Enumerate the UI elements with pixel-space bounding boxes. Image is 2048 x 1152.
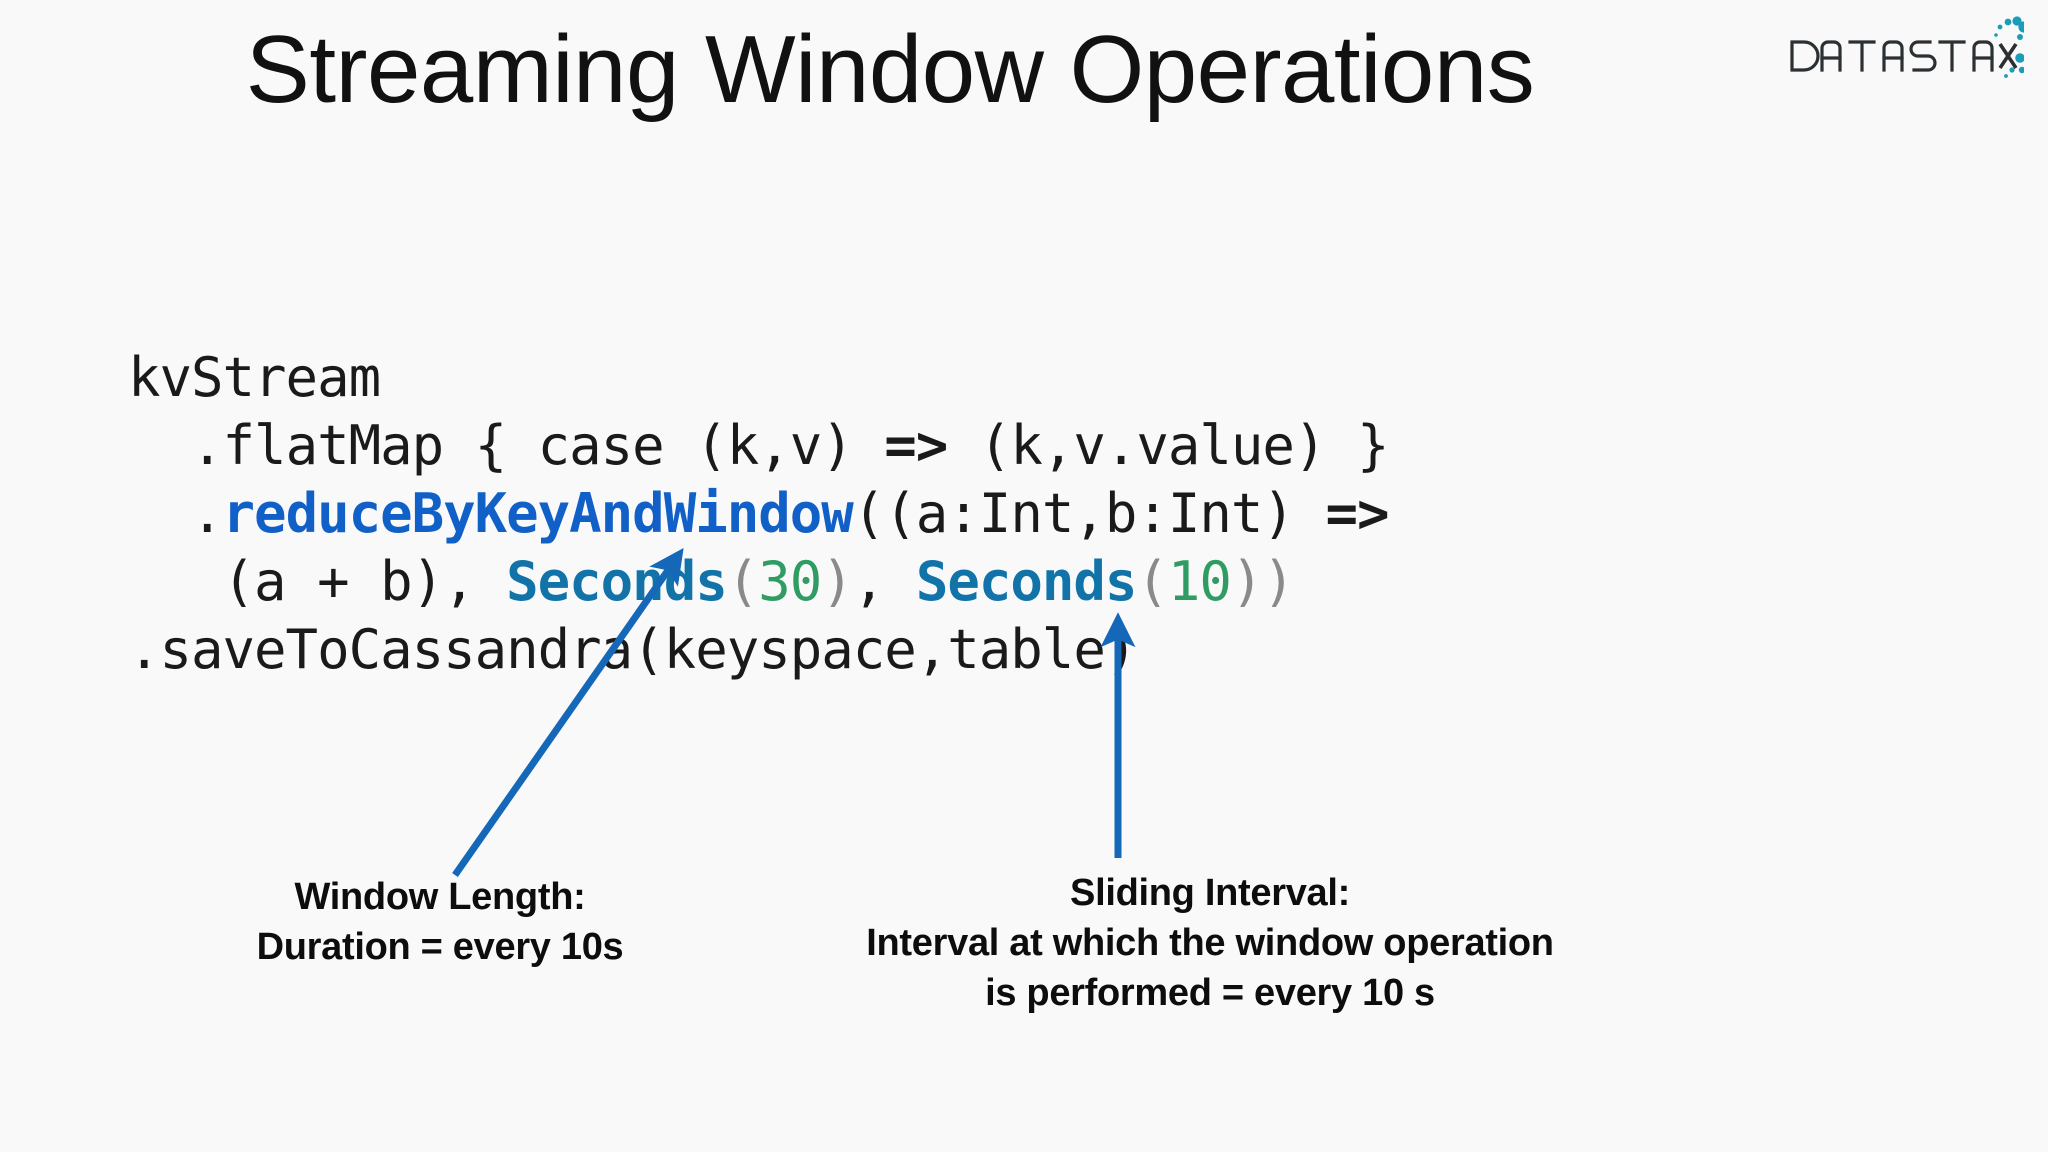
- code-token-arrow: =>: [884, 414, 948, 477]
- code-token-plain: (a + b),: [191, 550, 507, 613]
- annotation-sliding-interval: Sliding Interval: Interval at which the w…: [790, 868, 1630, 1018]
- code-token-plain: kvStream: [128, 346, 381, 409]
- code-snippet: kvStream .flatMap { case (k,v) => (k,v.v…: [128, 344, 1390, 684]
- code-token-num: 30: [758, 550, 822, 613]
- code-line: .reduceByKeyAndWindow((a:Int,b:Int) =>: [128, 480, 1389, 548]
- annotation-line: is performed = every 10 s: [985, 972, 1435, 1015]
- annotation-line: Sliding Interval:: [1070, 872, 1350, 914]
- code-token-class: Seconds: [506, 550, 728, 613]
- annotation-line: Window Length:: [294, 876, 586, 918]
- code-token-arrow: =>: [1325, 482, 1389, 545]
- code-token-plain: ((a:Int,b:Int): [852, 482, 1326, 545]
- annotation-line: Interval at which the window operation: [866, 922, 1554, 965]
- code-token-paren: ): [821, 550, 854, 613]
- code-token-plain: .: [191, 482, 224, 545]
- datastax-logo: [1784, 14, 2024, 88]
- code-token-plain: .saveToCassandra(keyspace,table): [128, 618, 1137, 681]
- annotation-line: Duration = every 10s: [256, 926, 624, 969]
- code-token-num: 10: [1167, 550, 1232, 613]
- annotation-window-length: Window Length: Duration = every 10s: [140, 872, 740, 972]
- code-token-paren: ): [1230, 550, 1264, 613]
- code-line: kvStream: [128, 344, 1388, 412]
- code-token-class: Seconds: [915, 550, 1138, 613]
- code-token-plain: ,: [852, 550, 916, 613]
- code-indent: [128, 550, 191, 613]
- code-token-paren: (: [1136, 550, 1169, 613]
- page-title: Streaming Window Operations: [245, 16, 1535, 123]
- code-indent: [128, 414, 191, 477]
- code-token-plain: (k,v.value) }: [947, 414, 1390, 477]
- code-token-plain: .flatMap { case (k,v): [191, 414, 885, 477]
- code-line: .flatMap { case (k,v) => (k,v.value) }: [128, 412, 1390, 480]
- code-token-method: reduceByKeyAndWindow: [222, 482, 854, 545]
- code-token-paren: (: [726, 550, 760, 613]
- code-line: .saveToCassandra(keyspace,table): [128, 616, 1388, 684]
- code-indent: [128, 482, 191, 545]
- code-line: (a + b), Seconds(30), Seconds(10)): [128, 548, 1388, 616]
- code-token-paren: ): [1262, 550, 1295, 613]
